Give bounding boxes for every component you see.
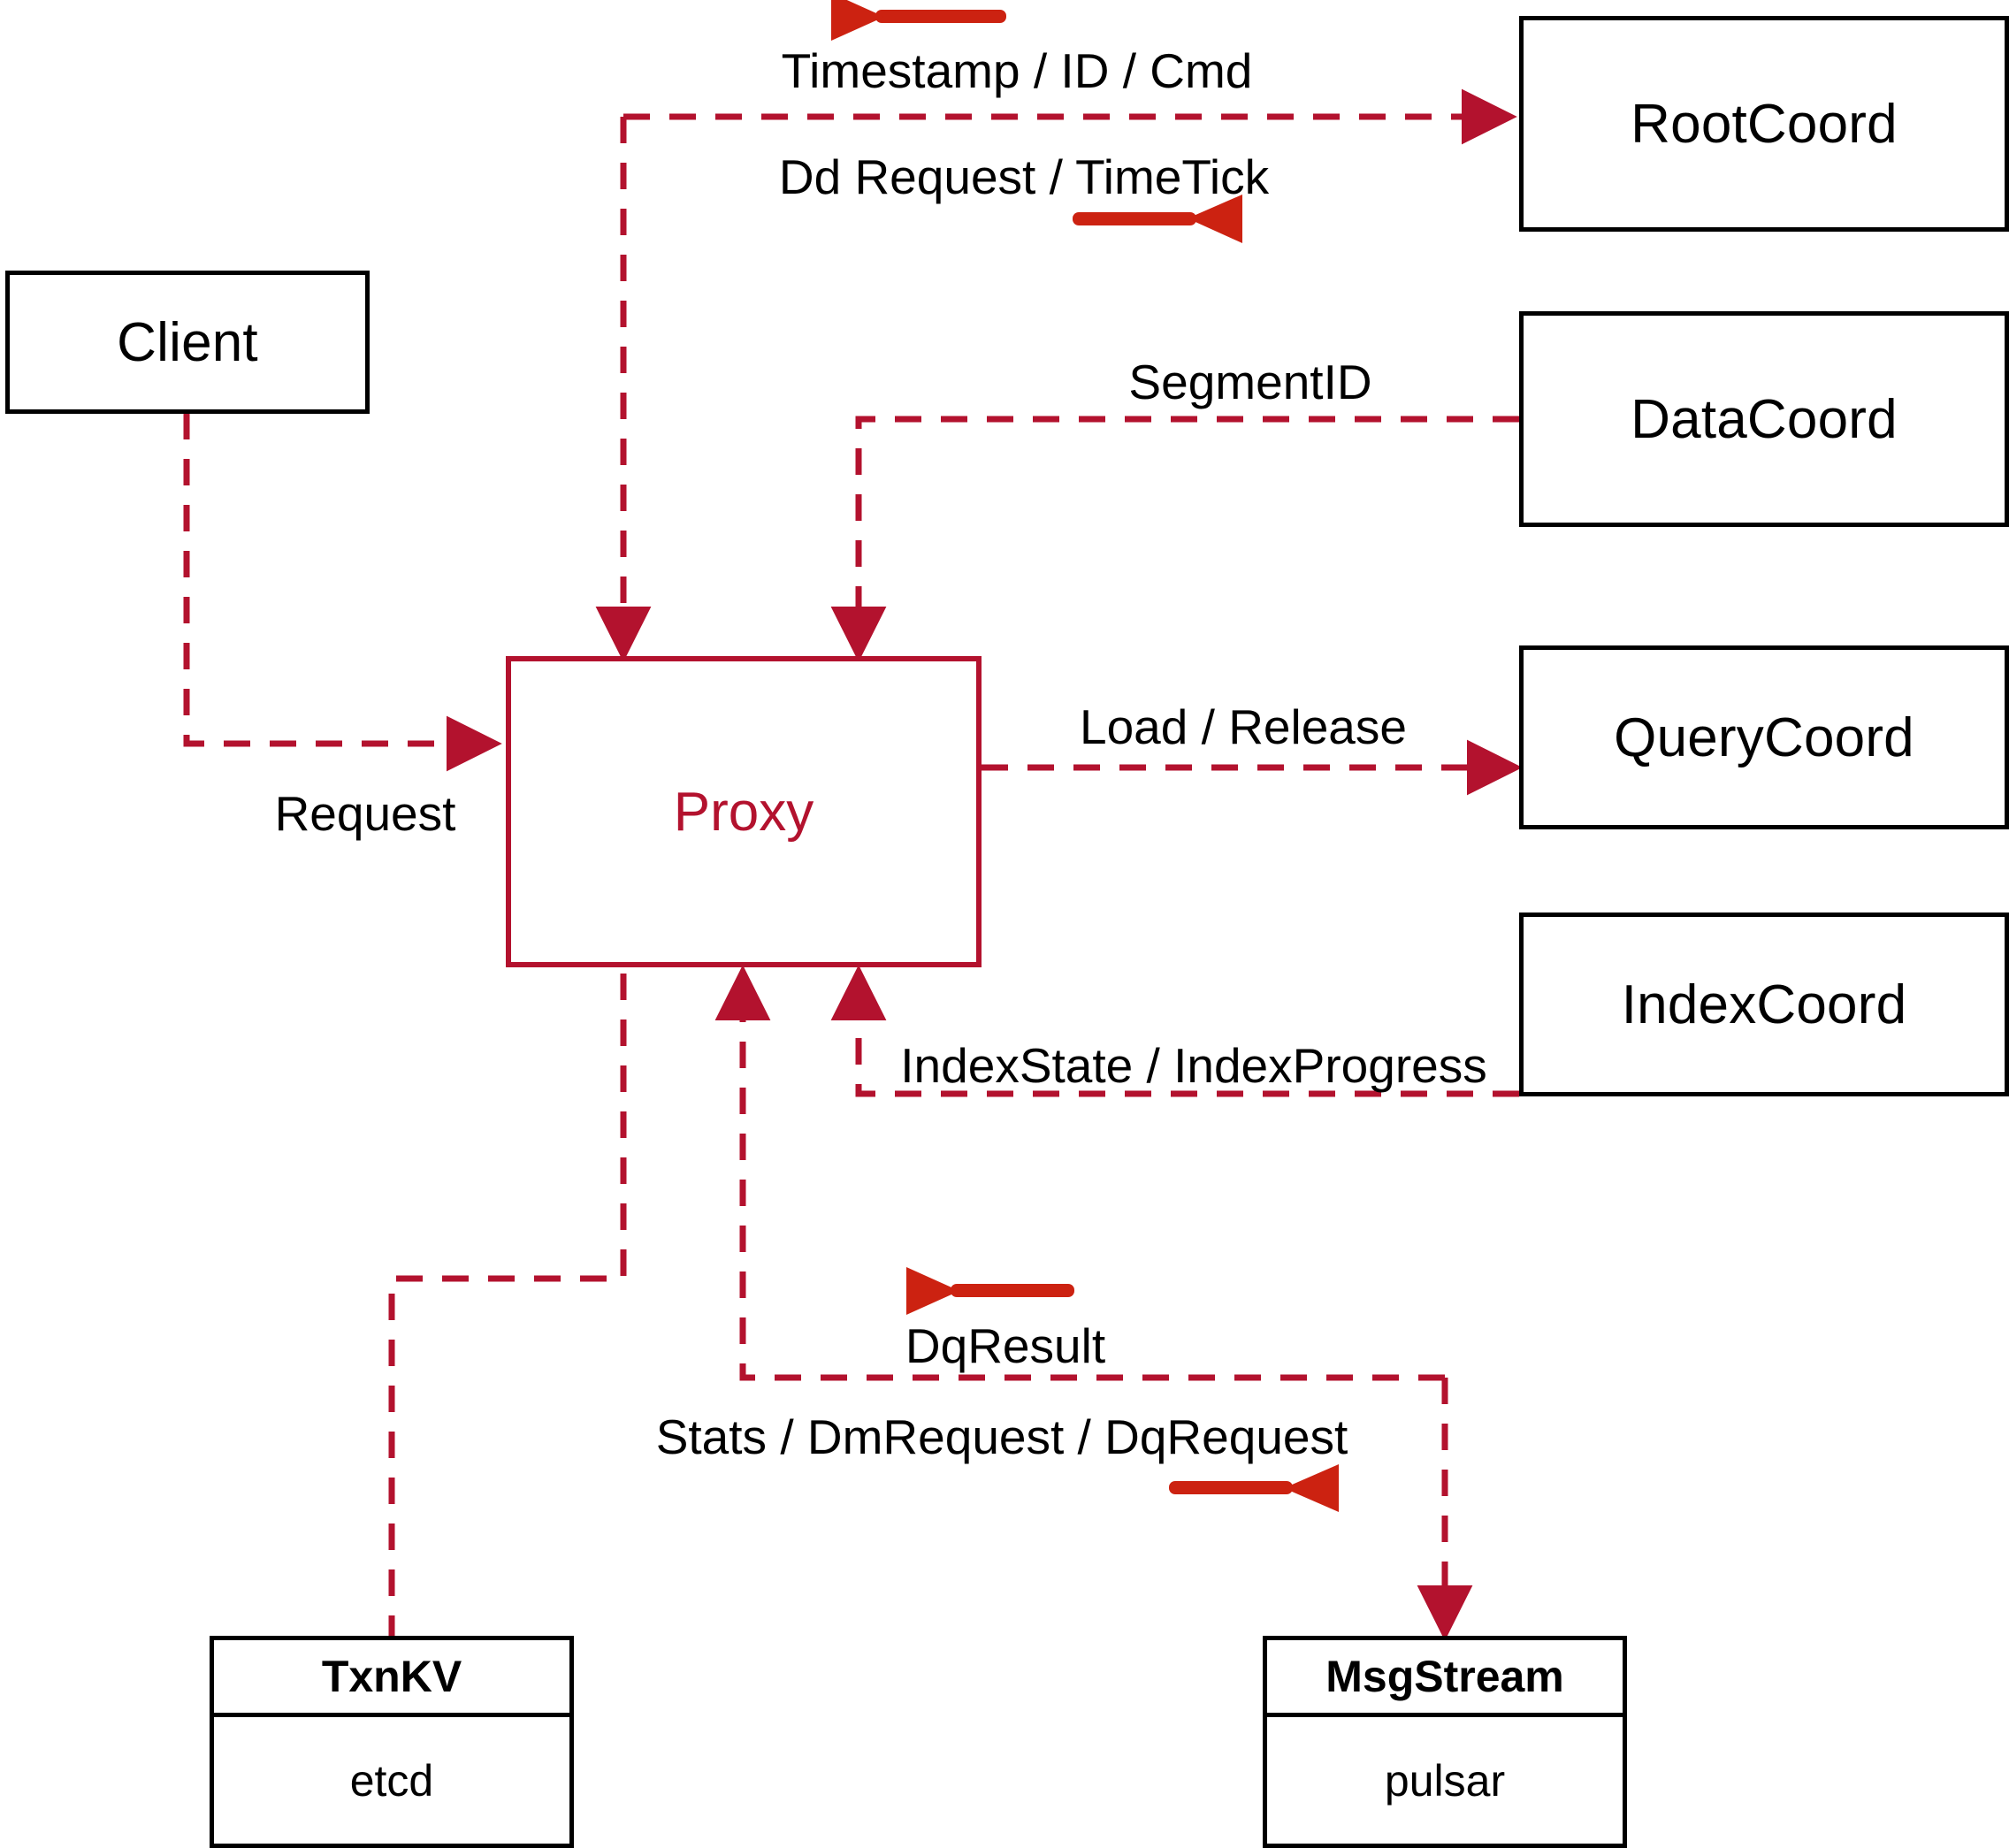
edge-client-proxy	[183, 413, 502, 772]
edge-label-segment-id: SegmentID	[1128, 355, 1372, 409]
edge-label-load-release: Load / Release	[1080, 699, 1407, 754]
direction-arrow-left-timestamp	[831, 0, 1006, 41]
node-proxy-label: Proxy	[673, 781, 814, 843]
node-root-coord[interactable]: RootCoord	[1519, 16, 2009, 232]
edge-label-index-state-progress: IndexState / IndexProgress	[900, 1038, 1487, 1093]
node-msgstream-title: MsgStream	[1325, 1652, 1564, 1701]
node-proxy[interactable]: Proxy	[506, 656, 982, 967]
node-msgstream[interactable]: MsgStream pulsar	[1263, 1636, 1627, 1848]
node-txnkv-impl: etcd	[349, 1755, 434, 1806]
node-txnkv-header: TxnKV	[214, 1640, 569, 1717]
edge-label-stats-dm-dq-request: Stats / DmRequest / DqRequest	[655, 1409, 1348, 1464]
node-msgstream-impl: pulsar	[1384, 1755, 1506, 1806]
node-query-coord-label: QueryCoord	[1614, 706, 1914, 768]
node-msgstream-header: MsgStream	[1267, 1640, 1623, 1717]
node-index-coord[interactable]: IndexCoord	[1519, 913, 2009, 1096]
node-root-coord-label: RootCoord	[1631, 93, 1898, 155]
node-txnkv[interactable]: TxnKV etcd	[210, 1636, 574, 1848]
direction-arrow-left-dqresult	[906, 1267, 1074, 1315]
node-data-coord[interactable]: DataCoord	[1519, 311, 2009, 527]
node-client[interactable]: Client	[5, 271, 370, 414]
edge-label-dd-request-timetick: Dd Request / TimeTick	[778, 149, 1270, 204]
node-query-coord[interactable]: QueryCoord	[1519, 645, 2009, 829]
node-index-coord-label: IndexCoord	[1621, 974, 1907, 1035]
node-client-label: Client	[117, 311, 258, 373]
node-txnkv-title: TxnKV	[321, 1652, 462, 1701]
node-txnkv-body: etcd	[214, 1717, 569, 1844]
node-msgstream-body: pulsar	[1267, 1717, 1623, 1844]
node-data-coord-label: DataCoord	[1631, 388, 1898, 450]
direction-arrow-right-dqrequest	[1169, 1464, 1339, 1512]
edge-datacoord-proxy	[830, 416, 1519, 662]
edge-proxy-txnkv	[388, 974, 627, 1638]
edge-label-request: Request	[274, 786, 456, 841]
edge-label-dq-result: DqResult	[905, 1318, 1106, 1373]
edge-label-timestamp-id-cmd: Timestamp / ID / Cmd	[781, 43, 1253, 98]
